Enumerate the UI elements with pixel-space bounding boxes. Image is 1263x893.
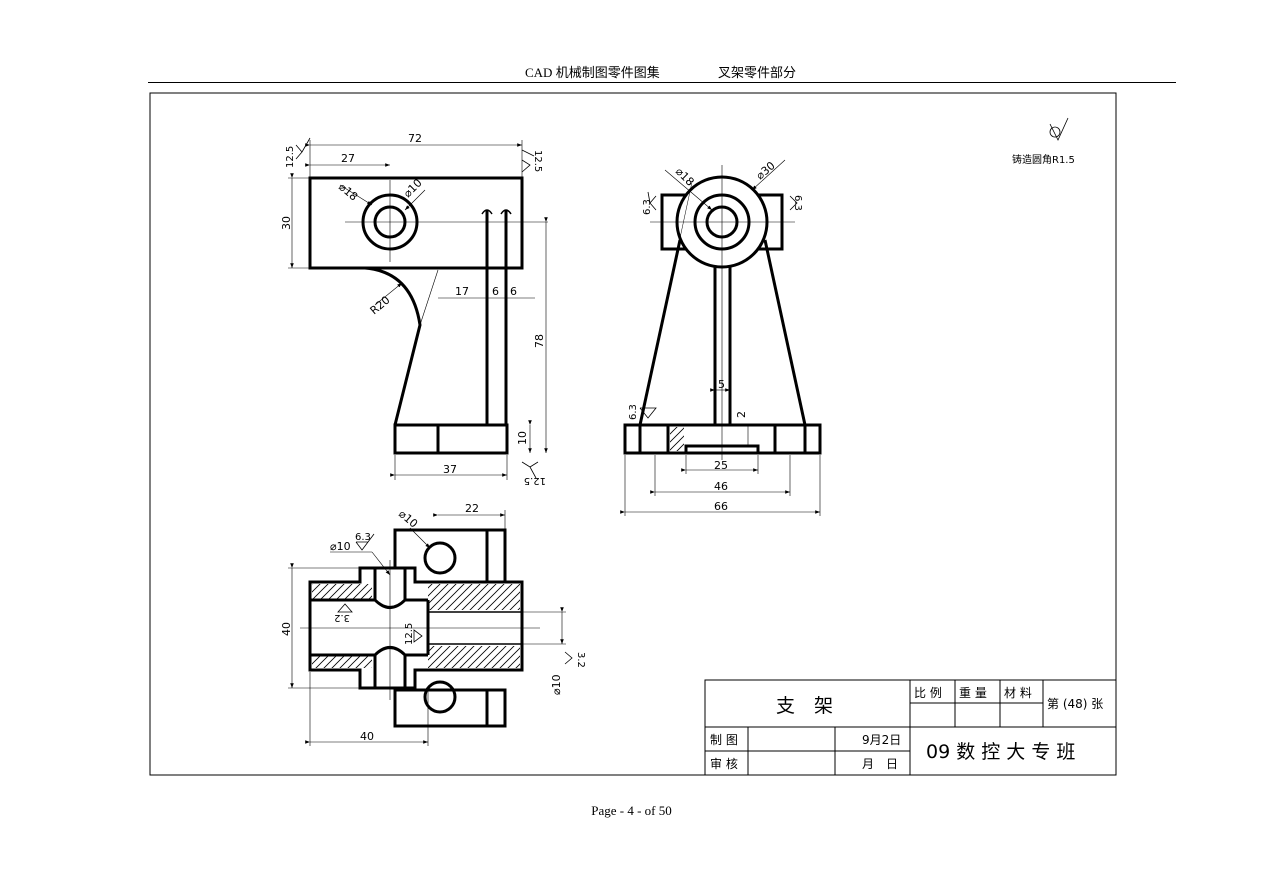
dim-6b: 6	[510, 285, 517, 298]
dim-46: 46	[714, 480, 728, 493]
side-view	[620, 159, 822, 516]
dim-72: 72	[408, 132, 422, 145]
weight-label: 重 量	[959, 686, 987, 700]
sheet-label: 第 (48) 张	[1047, 697, 1103, 711]
top-roughness-symbols	[337, 533, 573, 665]
dim-66: 66	[714, 500, 728, 513]
roughness-general-symbol	[1049, 117, 1069, 141]
drawn-label: 制 图	[710, 733, 738, 747]
dim-78: 78	[533, 334, 546, 348]
rough-12-5-right: 12.5	[532, 150, 543, 172]
dim-30: 30	[280, 216, 293, 230]
checked-date: 月 日	[862, 757, 898, 771]
top-view-labels: ⌀10 22 ⌀10 40 ⌀10 40 6.3 3.2 12.5 3.2	[280, 502, 586, 743]
header-rule	[148, 82, 1176, 83]
rough-6-3-base: 6.3	[628, 404, 639, 420]
drawing-border	[149, 92, 1117, 776]
rough-3-2-inner: 3.2	[334, 612, 350, 623]
part-name: 支 架	[776, 695, 833, 717]
rough-12-5-inner: 12.5	[404, 623, 415, 645]
dim-phi18-side: ⌀18	[673, 165, 697, 189]
top-view	[288, 510, 566, 746]
material-label: 材 料	[1004, 686, 1032, 700]
dim-phi30-side: ⌀30	[754, 159, 778, 182]
dim-22: 22	[465, 502, 479, 515]
front-view	[288, 140, 548, 480]
dim-phi10-front: ⌀10	[401, 176, 425, 200]
drawn-date: 9月2日	[862, 733, 901, 747]
title-block-text: 支 架 比 例 重 量 材 料 第 (48) 张 制 图 审 核 9月2日 月 …	[710, 686, 1103, 771]
dim-6a: 6	[492, 285, 499, 298]
dim-phi18-front: ⌀18	[336, 180, 360, 203]
class-name: 09 数 控 大 专 班	[926, 741, 1075, 763]
header-left-title: CAD 机械制图零件图集	[525, 65, 660, 80]
dim-40-vertical: 40	[280, 622, 293, 636]
title-block	[704, 679, 1117, 776]
dim-phi10-top: ⌀10	[330, 540, 351, 553]
dim-phi10-bore: ⌀10	[550, 674, 563, 695]
casting-fillet-note: 铸造圆角R1.5	[1012, 153, 1075, 166]
page-header: CAD 机械制图零件图集 叉架零件部分	[0, 62, 1263, 80]
dim-27: 27	[341, 152, 355, 165]
dim-37: 37	[443, 463, 457, 476]
header-right-title: 叉架零件部分	[718, 65, 797, 80]
dim-17: 17	[455, 285, 469, 298]
front-roughness-symbols	[295, 137, 539, 479]
checked-label: 审 核	[710, 756, 738, 771]
rough-12-5-top: 12.5	[285, 146, 296, 168]
page-footer: Page - 4 - of 50	[591, 803, 672, 818]
side-roughness-symbols	[639, 191, 798, 419]
rough-6-3-left: 6.3	[642, 199, 653, 215]
dim-25: 25	[714, 459, 728, 472]
dim-2: 2	[735, 411, 748, 418]
rough-3-2-right: 3.2	[575, 652, 586, 668]
dim-phi10-hole: ⌀10	[396, 507, 420, 530]
dim-40-horizontal: 40	[360, 730, 374, 743]
rough-12-5-bottom: 12.5	[524, 475, 546, 486]
dim-10-height: 10	[516, 431, 529, 445]
scale-label: 比 例	[914, 686, 942, 700]
rough-6-3-top: 6.3	[355, 532, 371, 543]
dim-5: 5	[718, 378, 725, 391]
dim-r20: R20	[368, 293, 393, 317]
